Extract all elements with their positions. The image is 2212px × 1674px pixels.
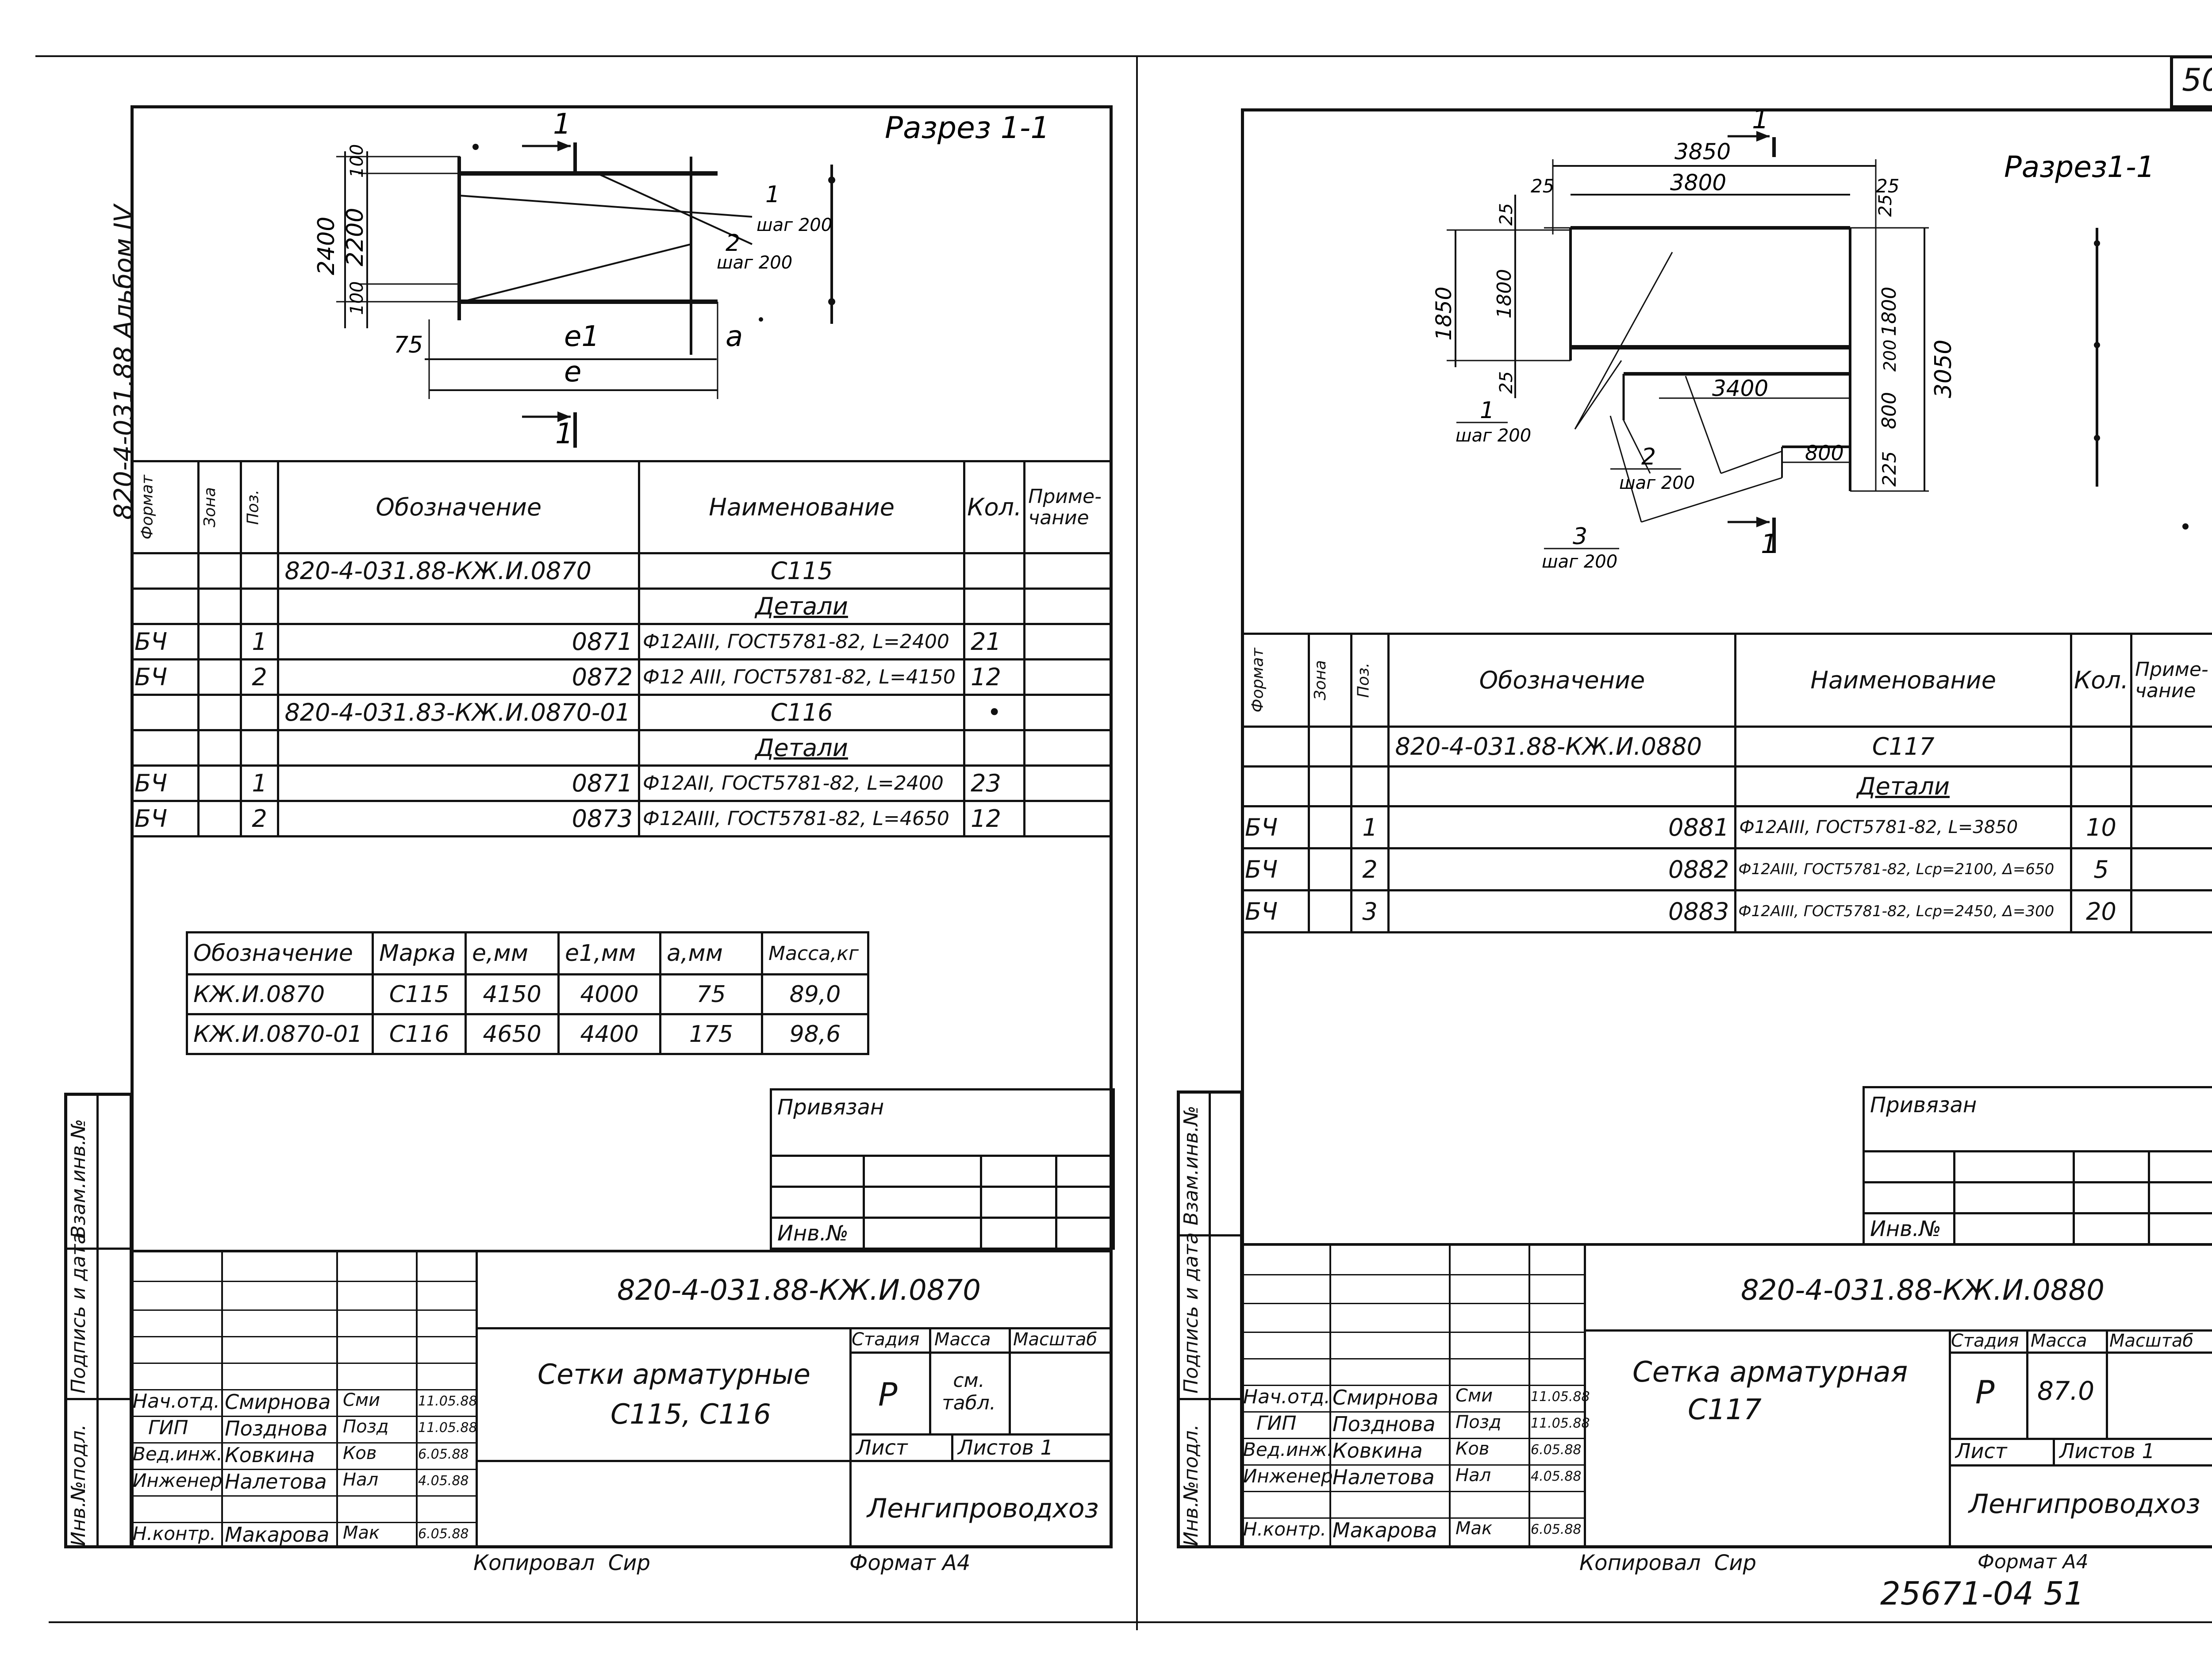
right-org: Ленгипроводхоз xyxy=(1969,1489,2200,1520)
top-rule xyxy=(35,55,2212,57)
svg-text:2200: 2200 xyxy=(342,208,369,266)
left-margin-strip-row1 xyxy=(64,1248,133,1250)
right-title-marks: С117 xyxy=(1688,1394,1762,1426)
left-spec-header-pos: Поз. xyxy=(239,460,280,554)
svg-text:3050: 3050 xyxy=(1930,340,1957,398)
right-spec-table: Формат Зона Поз. Обозначение Наименовани… xyxy=(1240,633,2212,933)
page-number: 50 xyxy=(2182,62,2212,98)
svg-text:25: 25 xyxy=(1496,203,1517,226)
svg-text:200: 200 xyxy=(1880,339,1900,372)
left-privyazan-block: Привязан Инв.№ xyxy=(770,1088,1115,1250)
right-mass: 87.0 xyxy=(2037,1376,2095,1406)
left-section-drawing: Разрез 1-1 1 1 2400 2200 100 100 75 е1 е… xyxy=(313,108,1050,450)
left-org: Ленгипроводхоз xyxy=(867,1493,1099,1524)
right-copied: Копировал Сир xyxy=(1579,1551,1756,1575)
svg-text:шаг 200: шаг 200 xyxy=(1542,552,1617,572)
svg-text:3850: 3850 xyxy=(1674,139,1731,165)
svg-text:800: 800 xyxy=(1805,441,1844,465)
left-marks-row-2: КЖ.И.0870-01 С116 4650 4400 175 98,6 xyxy=(186,1013,869,1055)
right-stage: Р xyxy=(1975,1374,1995,1411)
right-spec-header-name: Наименование xyxy=(1734,633,2072,728)
svg-text:1850: 1850 xyxy=(1432,287,1456,341)
svg-text:25: 25 xyxy=(1531,175,1554,197)
left-spec-header-note: Приме-чание xyxy=(1023,460,1113,554)
svg-text:25: 25 xyxy=(1876,175,1899,197)
left-mass: см. табл. xyxy=(942,1369,996,1414)
svg-text:шаг 200: шаг 200 xyxy=(1619,473,1695,493)
svg-text:1800: 1800 xyxy=(1493,269,1516,319)
svg-text:1: 1 xyxy=(765,181,780,208)
left-margin-strip-split xyxy=(96,1093,99,1548)
left-margin-label-1: Взам.инв.№ xyxy=(67,1119,90,1239)
svg-text:75: 75 xyxy=(394,332,423,358)
svg-text:е: е xyxy=(564,356,581,388)
left-spec-header-format: Формат xyxy=(130,460,200,554)
svg-text:шаг 200: шаг 200 xyxy=(717,253,792,273)
right-spec-header-format: Формат xyxy=(1240,633,1310,728)
right-spec-header-zone: Зона xyxy=(1308,633,1352,728)
svg-text:2: 2 xyxy=(726,230,740,257)
left-copied: Копировал Сир xyxy=(473,1551,650,1575)
right-margin-label-2: Подпись и дата xyxy=(1180,1232,1202,1394)
left-title: Сетки арматурные xyxy=(538,1358,810,1390)
svg-text:1: 1 xyxy=(553,108,571,141)
right-spec-header-pos: Поз. xyxy=(1350,633,1390,728)
right-spec-header-qty: Кол. xyxy=(2070,633,2133,728)
left-spec-header-name: Наименование xyxy=(638,460,966,554)
svg-text:25: 25 xyxy=(1496,371,1517,394)
right-spec-header-designation: Обозначение xyxy=(1387,633,1737,728)
left-margin-label-3: Инв.№подл. xyxy=(67,1424,90,1546)
right-format: Формат А4 xyxy=(1978,1551,2089,1573)
right-margin-label-1: Взам.инв.№ xyxy=(1180,1106,1202,1225)
svg-text:1: 1 xyxy=(1761,529,1778,560)
svg-text:е1: е1 xyxy=(564,320,599,353)
right-section-title: Разрез1-1 xyxy=(2004,150,2155,184)
page-divider xyxy=(1136,55,1138,1630)
right-section-drawing: Разрез1-1 1 1 3850 3800 25 25 25 25 25 1… xyxy=(1432,111,2189,572)
right-title: Сетка арматурная xyxy=(1632,1356,1908,1389)
svg-text:3800: 3800 xyxy=(1670,170,1726,196)
left-margin-label-2: Подпись и дата xyxy=(67,1232,90,1394)
page-number-box xyxy=(2170,55,2212,108)
left-marks-row-1: КЖ.И.0870 С115 4150 4000 75 89,0 xyxy=(186,973,869,1015)
svg-text:3: 3 xyxy=(1573,523,1587,550)
svg-text:а: а xyxy=(726,320,743,353)
svg-text:1: 1 xyxy=(1752,111,1769,135)
svg-text:100: 100 xyxy=(347,281,367,315)
left-spec-header-designation: Обозначение xyxy=(277,460,641,554)
right-spec-header-note: Приме-чание xyxy=(2130,633,2212,728)
right-doc-code: 820-4-031.88-КЖ.И.0880 xyxy=(1741,1274,2104,1307)
left-spec-header-qty: Кол. xyxy=(963,460,1026,554)
svg-text:1800: 1800 xyxy=(1878,287,1901,336)
left-marks-table: Обозначение Марка е,мм е1,мм а,мм Масса,… xyxy=(186,931,869,1055)
left-stage: Р xyxy=(878,1376,898,1413)
left-section-title: Разрез 1-1 xyxy=(885,111,1050,146)
right-privyazan-block: Привязан Инв.№ xyxy=(1863,1086,2212,1245)
left-spec-row: 820-4-031.88-КЖ.И.0870 xyxy=(277,552,641,590)
svg-text:2400: 2400 xyxy=(313,217,340,275)
svg-text:шаг 200: шаг 200 xyxy=(757,215,832,235)
svg-text:1: 1 xyxy=(555,418,573,450)
svg-text:3400: 3400 xyxy=(1712,376,1768,401)
left-margin-strip-row2 xyxy=(64,1398,133,1400)
svg-text:1: 1 xyxy=(1480,397,1494,424)
svg-text:2: 2 xyxy=(1641,444,1656,470)
svg-text:100: 100 xyxy=(347,144,367,178)
left-spec-table: Формат Зона Поз. Обозначение Наименовани… xyxy=(130,460,1113,837)
svg-text:25: 25 xyxy=(1875,194,1896,217)
bottom-number: 25671-04 51 xyxy=(1880,1575,2085,1612)
left-title-marks: С115, С116 xyxy=(611,1398,771,1430)
left-doc-code: 820-4-031.88-КЖ.И.0870 xyxy=(617,1274,981,1307)
left-format: Формат А4 xyxy=(849,1551,971,1575)
svg-text:800: 800 xyxy=(1878,392,1901,429)
right-margin-label-3: Инв.№подл. xyxy=(1180,1424,1202,1546)
svg-text:шаг 200: шаг 200 xyxy=(1455,426,1531,446)
left-spec-header-zone: Зона xyxy=(197,460,242,554)
svg-text:225: 225 xyxy=(1878,451,1900,487)
bottom-rule xyxy=(49,1621,2212,1623)
